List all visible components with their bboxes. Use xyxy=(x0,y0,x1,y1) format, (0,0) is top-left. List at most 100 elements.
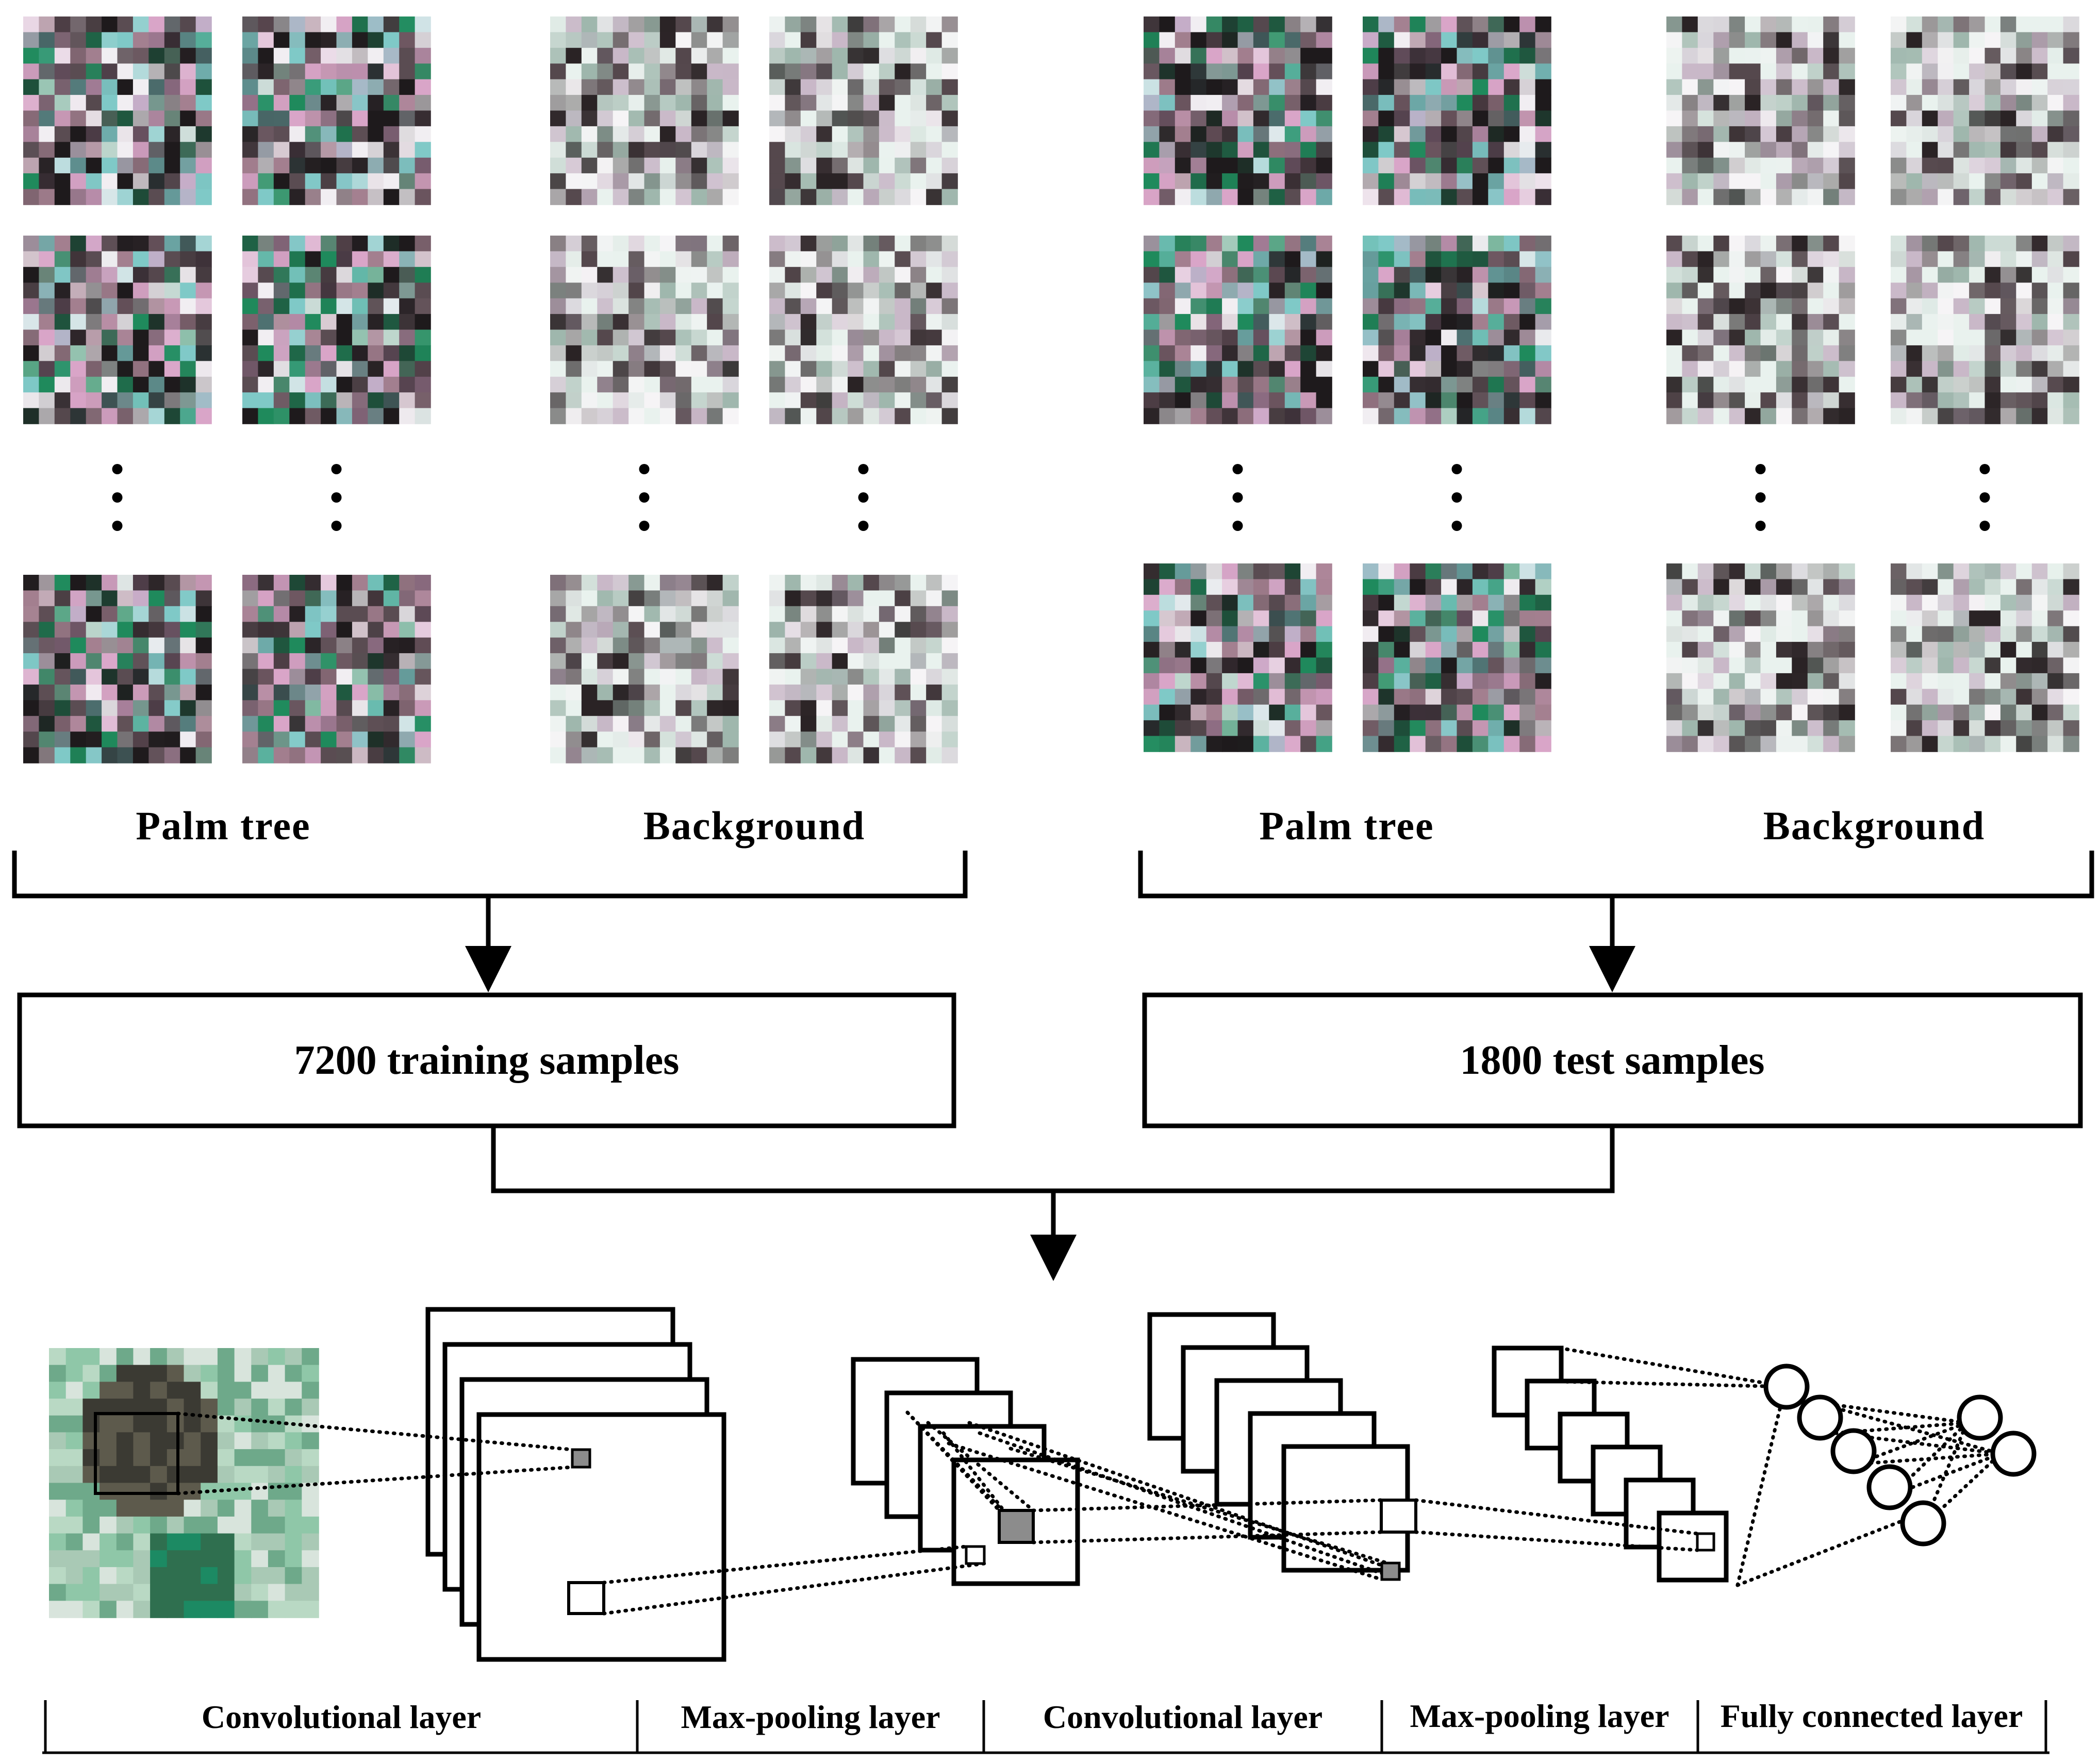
thumbnail-pixel xyxy=(258,110,274,127)
thumbnail-pixel xyxy=(1807,563,1824,580)
input-pixel xyxy=(201,1533,218,1551)
input-pixel xyxy=(234,1533,252,1551)
thumbnail-pixel xyxy=(1144,95,1160,111)
thumbnail-pixel xyxy=(23,392,40,409)
thumbnail-pixel xyxy=(242,637,259,654)
thumbnail-pixel xyxy=(1891,173,1907,190)
thumbnail-pixel xyxy=(629,126,645,143)
thumbnail-pixel xyxy=(707,142,723,158)
thumbnail-pixel xyxy=(242,732,259,748)
thumbnail-pixel xyxy=(1363,236,1379,252)
thumbnail-pixel xyxy=(1190,126,1207,143)
background-thumbnail xyxy=(550,16,739,205)
thumbnail-pixel xyxy=(336,392,353,409)
thumbnail-pixel xyxy=(321,314,337,330)
thumbnail-pixel xyxy=(1535,47,1551,64)
input-pixel xyxy=(167,1415,185,1433)
thumbnail-pixel xyxy=(133,189,150,205)
thumbnail-pixel xyxy=(180,408,196,424)
thumbnail-pixel xyxy=(1713,314,1730,330)
thumbnail-pixel xyxy=(1682,704,1698,721)
thumbnail-pixel xyxy=(910,732,927,748)
thumbnail-pixel xyxy=(39,376,55,393)
thumbnail-pixel xyxy=(70,157,87,174)
thumbnail-pixel xyxy=(1316,720,1332,737)
thumbnail-pixel xyxy=(785,267,801,283)
input-pixel xyxy=(49,1399,67,1416)
input-pixel xyxy=(302,1365,319,1383)
thumbnail-pixel xyxy=(613,392,629,409)
thumbnail-pixel xyxy=(2031,563,2048,580)
thumbnail-pixel xyxy=(2047,610,2064,627)
input-pixel xyxy=(217,1432,235,1450)
thumbnail-pixel xyxy=(1519,236,1536,252)
thumbnail-pixel xyxy=(1519,63,1536,80)
thumbnail-pixel xyxy=(321,32,337,48)
thumbnail-pixel xyxy=(368,267,384,283)
thumbnail-pixel xyxy=(2016,361,2032,377)
input-pixel xyxy=(49,1601,67,1618)
thumbnail-pixel xyxy=(691,392,707,409)
thumbnail-pixel xyxy=(1425,626,1442,642)
thumbnail-pixel xyxy=(722,590,739,607)
thumbnail-pixel xyxy=(1729,32,1745,48)
thumbnail-pixel xyxy=(566,732,582,748)
input-pixel xyxy=(184,1365,201,1383)
thumbnail-pixel xyxy=(1206,689,1222,705)
input-pixel xyxy=(285,1550,303,1568)
thumbnail-pixel xyxy=(1519,579,1536,595)
thumbnail-pixel xyxy=(1823,267,1840,283)
thumbnail-pixel xyxy=(1316,63,1332,80)
thumbnail-pixel xyxy=(659,32,676,48)
thumbnail-pixel xyxy=(1535,392,1551,409)
thumbnail-pixel xyxy=(1792,594,1808,611)
thumbnail-pixel xyxy=(258,282,274,299)
thumbnail-pixel xyxy=(1457,736,1473,752)
thumbnail-pixel xyxy=(1969,16,1986,33)
thumbnail-pixel xyxy=(1363,110,1379,127)
thumbnail-pixel xyxy=(39,142,55,158)
thumbnail-pixel xyxy=(1807,189,1824,205)
thumbnail-pixel xyxy=(1760,47,1777,64)
thumbnail-pixel xyxy=(273,606,290,622)
thumbnail-pixel xyxy=(566,157,582,174)
thumbnail-pixel xyxy=(1237,736,1254,752)
thumbnail-pixel xyxy=(848,684,864,701)
thumbnail-pixel xyxy=(895,282,911,299)
thumbnail-pixel xyxy=(23,157,40,174)
thumbnail-pixel xyxy=(164,653,180,670)
thumbnail-pixel xyxy=(800,329,817,346)
thumbnail-pixel xyxy=(1284,110,1301,127)
training-samples-box xyxy=(17,992,956,1128)
thumbnail-pixel xyxy=(566,361,582,377)
thumbnail-pixel xyxy=(879,173,896,190)
thumbnail-pixel xyxy=(1922,376,1938,393)
input-pixel xyxy=(100,1466,117,1484)
input-pixel xyxy=(268,1516,286,1534)
thumbnail-pixel xyxy=(383,189,400,205)
thumbnail-pixel xyxy=(863,329,880,346)
thumbnail-pixel xyxy=(1985,157,2001,174)
receptive-field-window xyxy=(94,1412,179,1495)
thumbnail-pixel xyxy=(800,110,817,127)
thumbnail-pixel xyxy=(926,669,942,685)
thumbnail-pixel xyxy=(1175,63,1191,80)
thumbnail-pixel xyxy=(133,622,150,638)
thumbnail-pixel xyxy=(86,110,102,127)
thumbnail-pixel xyxy=(1922,673,1938,690)
thumbnail-pixel xyxy=(1144,563,1160,580)
thumbnail-pixel xyxy=(613,361,629,377)
thumbnail-pixel xyxy=(1906,704,1923,721)
thumbnail-pixel xyxy=(597,173,614,190)
thumbnail-pixel xyxy=(1697,720,1714,737)
thumbnail-pixel xyxy=(1190,642,1207,658)
input-pixel xyxy=(234,1466,252,1484)
thumbnail-pixel xyxy=(1745,563,1761,580)
thumbnail-pixel xyxy=(305,251,321,268)
thumbnail-pixel xyxy=(289,408,306,424)
thumbnail-pixel xyxy=(1666,282,1683,299)
thumbnail-pixel xyxy=(70,376,87,393)
thumbnail-pixel xyxy=(785,63,801,80)
thumbnail-pixel xyxy=(1953,673,1970,690)
input-pixel xyxy=(268,1483,286,1500)
